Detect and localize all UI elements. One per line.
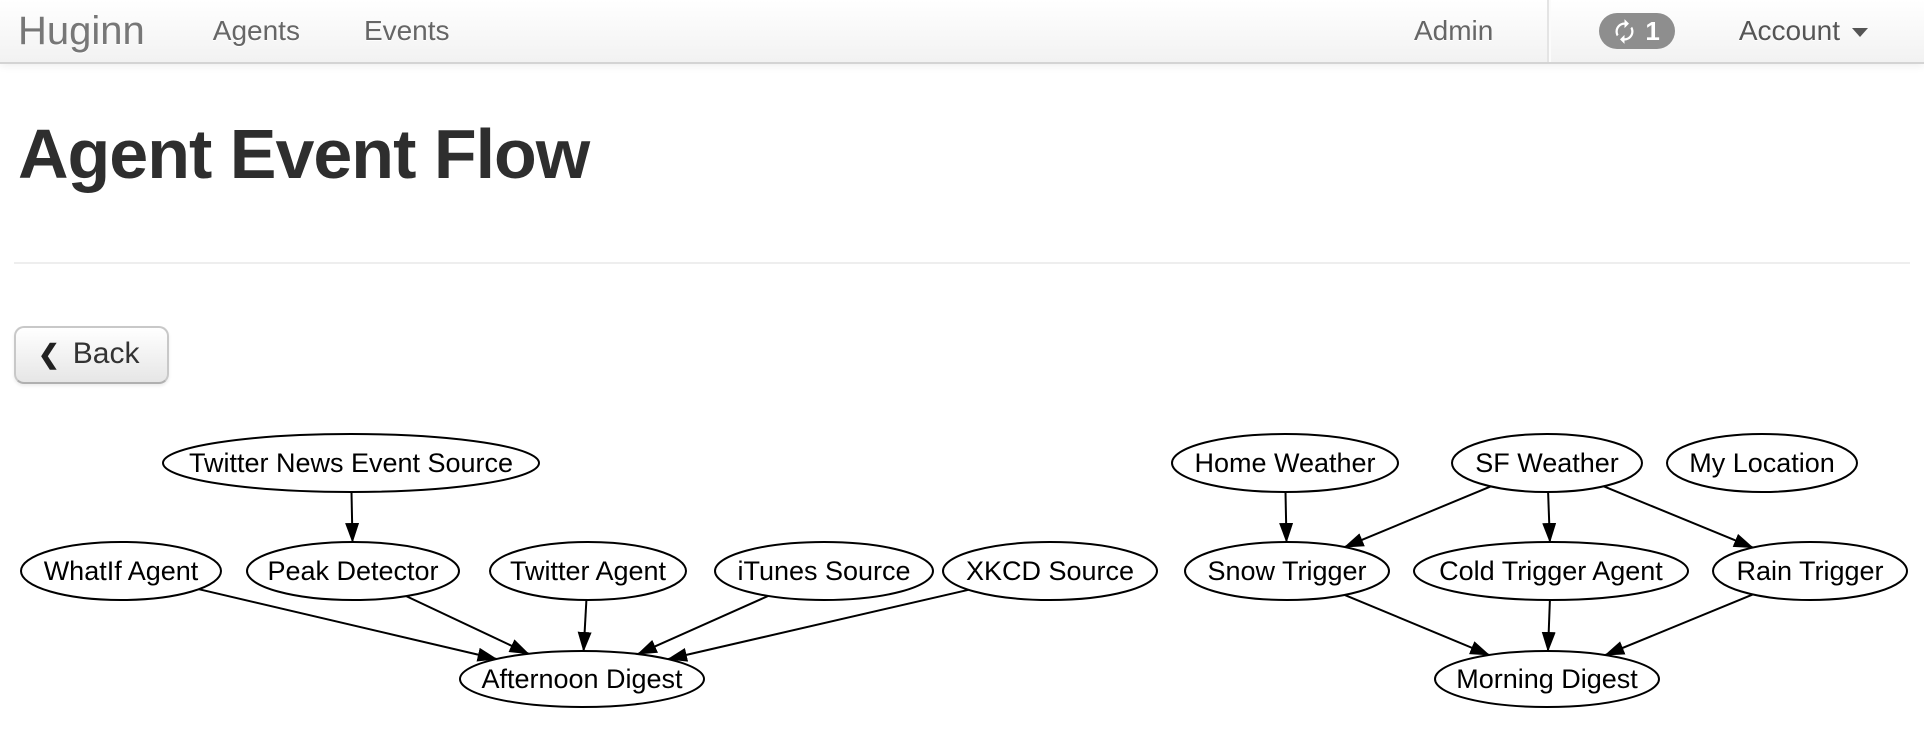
navbar-right: Admin 1 Account bbox=[1382, 0, 1924, 62]
graph-edge-snow-trigger-to-morning-digest bbox=[1344, 593, 1491, 656]
graph-node-label: SF Weather bbox=[1475, 448, 1619, 478]
graph-edge-whatif-agent-to-afternoon-digest bbox=[198, 588, 498, 662]
graph-node-xkcd-source: XKCD Source bbox=[942, 541, 1158, 601]
graph-node-snow-trigger: Snow Trigger bbox=[1184, 541, 1390, 601]
navbar: Huginn Agents Events Admin 1 Account bbox=[0, 0, 1924, 64]
back-button-label: Back bbox=[72, 337, 140, 370]
graph-node-ellipse bbox=[162, 433, 540, 493]
graph-node-itunes-source: iTunes Source bbox=[714, 541, 934, 601]
graph-node-whatif-agent: WhatIf Agent bbox=[20, 541, 222, 601]
graph-node-label: WhatIf Agent bbox=[44, 556, 199, 586]
graph-node-ellipse bbox=[1434, 650, 1660, 708]
graph-node-cold-trigger-agent: Cold Trigger Agent bbox=[1413, 541, 1689, 601]
account-menu[interactable]: Account bbox=[1739, 0, 1868, 62]
nav-link-admin[interactable]: Admin bbox=[1413, 15, 1494, 46]
graph-node-ellipse bbox=[1666, 433, 1858, 493]
graph-edge-sf-weather-to-cold-trigger-agent bbox=[1542, 491, 1557, 543]
event-count-badge[interactable]: 1 bbox=[1599, 13, 1675, 49]
event-count-value: 1 bbox=[1645, 15, 1660, 46]
graph-node-label: Twitter Agent bbox=[510, 556, 667, 586]
graph-node-twitter-news-event-source: Twitter News Event Source bbox=[162, 433, 540, 493]
graph-node-label: Morning Digest bbox=[1456, 664, 1638, 694]
graph-edge-xkcd-source-to-afternoon-digest bbox=[667, 588, 969, 662]
graph-edge-sf-weather-to-rain-trigger bbox=[1603, 485, 1754, 549]
main-content: Agent Event Flow ❮ Back Twitter News Eve… bbox=[0, 116, 1924, 731]
graph-node-label: iTunes Source bbox=[737, 556, 910, 586]
graph-node-ellipse bbox=[20, 541, 222, 601]
graph-node-my-location: My Location bbox=[1666, 433, 1858, 493]
chevron-left-icon: ❮ bbox=[38, 339, 60, 369]
graph-edge-cold-trigger-agent-to-morning-digest bbox=[1541, 599, 1556, 652]
graph-node-ellipse bbox=[1712, 541, 1908, 601]
back-button[interactable]: ❮ Back bbox=[14, 326, 169, 384]
graph-edge-twitter-agent-to-afternoon-digest bbox=[577, 599, 592, 652]
graph-node-ellipse bbox=[246, 541, 460, 601]
graph-node-twitter-agent: Twitter Agent bbox=[489, 541, 687, 601]
graph-node-ellipse bbox=[714, 541, 934, 601]
graph-node-sf-weather: SF Weather bbox=[1451, 433, 1643, 493]
graph-node-afternoon-digest: Afternoon Digest bbox=[459, 650, 705, 708]
graph-node-ellipse bbox=[459, 650, 705, 708]
graph-edge-sf-weather-to-snow-trigger bbox=[1343, 485, 1492, 549]
graph-node-label: Rain Trigger bbox=[1736, 556, 1883, 586]
page-title: Agent Event Flow bbox=[18, 115, 590, 193]
account-label: Account bbox=[1738, 15, 1840, 46]
graph-edge-rain-trigger-to-morning-digest bbox=[1604, 593, 1754, 657]
graph-node-ellipse bbox=[1451, 433, 1643, 493]
graph-edge-itunes-source-to-afternoon-digest bbox=[636, 594, 769, 656]
graph-node-label: Afternoon Digest bbox=[481, 664, 683, 694]
nav-link-events[interactable]: Events bbox=[363, 15, 450, 46]
graph-node-morning-digest: Morning Digest bbox=[1434, 650, 1660, 708]
graph-node-label: Peak Detector bbox=[267, 556, 438, 586]
nav-link-agents[interactable]: Agents bbox=[212, 15, 300, 46]
graph-edge-home-weather-to-snow-trigger bbox=[1279, 491, 1294, 543]
graph-node-ellipse bbox=[1171, 433, 1399, 493]
graph-edge-peak-detector-to-afternoon-digest bbox=[405, 595, 530, 655]
navbar-vertical-divider bbox=[1547, 0, 1552, 62]
graph-node-rain-trigger: Rain Trigger bbox=[1712, 541, 1908, 601]
caret-down-icon bbox=[1852, 28, 1868, 37]
refresh-icon bbox=[1615, 18, 1634, 44]
title-divider bbox=[14, 262, 1910, 264]
graph-node-label: My Location bbox=[1689, 448, 1835, 478]
graph-node-label: Cold Trigger Agent bbox=[1439, 556, 1663, 586]
graph-node-ellipse bbox=[1413, 541, 1689, 601]
graph-node-label: Snow Trigger bbox=[1207, 556, 1366, 586]
nav-links: Agents Events bbox=[181, 0, 482, 62]
graph-node-home-weather: Home Weather bbox=[1171, 433, 1399, 493]
graph-node-label: XKCD Source bbox=[966, 556, 1134, 586]
graph-node-ellipse bbox=[1184, 541, 1390, 601]
graph-edge-twitter-news-event-source-to-peak-detector bbox=[345, 491, 360, 543]
graph-node-peak-detector: Peak Detector bbox=[246, 541, 460, 601]
graph-node-ellipse bbox=[942, 541, 1158, 601]
graph-node-label: Twitter News Event Source bbox=[189, 448, 513, 478]
graph-node-label: Home Weather bbox=[1194, 448, 1375, 478]
brand-link[interactable]: Huginn bbox=[18, 8, 145, 53]
graph-node-ellipse bbox=[489, 541, 687, 601]
